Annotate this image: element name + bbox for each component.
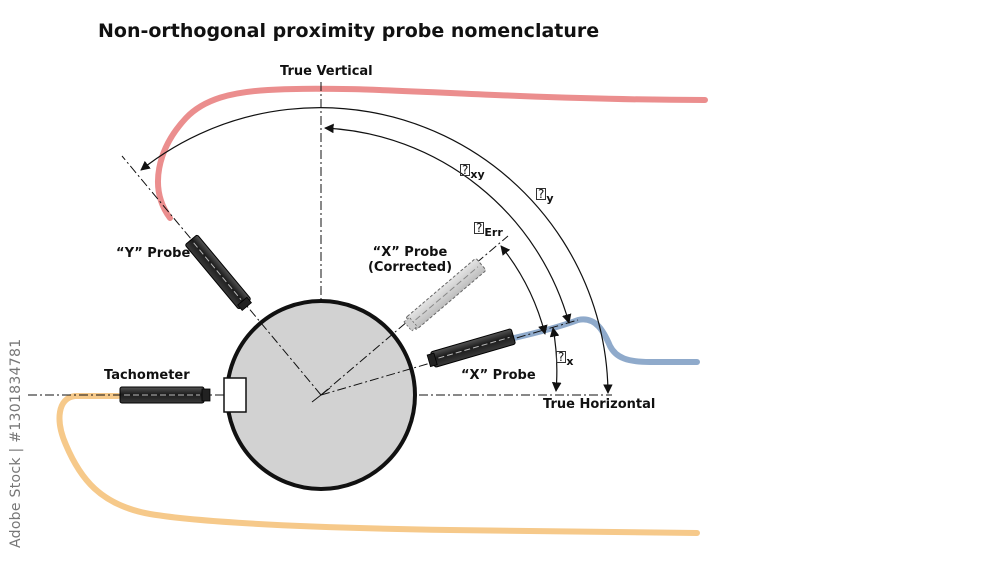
theta-err-subscript: Err [484, 226, 503, 239]
angle-arc-err [500, 245, 548, 335]
tachometer-cable [56, 393, 700, 536]
angle-arc-xy [324, 123, 572, 324]
diagram-title: Non-orthogonal proximity probe nomenclat… [98, 20, 600, 42]
keyphasor-notch [223, 377, 247, 413]
theta-err-symbol: ? [474, 221, 485, 235]
y-probe-label: “Y” Probe [116, 246, 191, 261]
x-probe-label: “X” Probe [461, 368, 536, 383]
theta-x-subscript: x [566, 355, 574, 368]
theta-y-symbol: ? [536, 187, 547, 201]
x-probe-corrected-line1: “X” Probe [372, 245, 448, 260]
theta-err-label: ?Err [474, 221, 503, 239]
x-probe [426, 328, 516, 368]
theta-x-label: ?x [556, 350, 574, 368]
theta-y-subscript: y [546, 192, 554, 205]
stock-watermark: Adobe Stock | #1301834781 [8, 338, 24, 548]
true-vertical-label: True Vertical [280, 64, 373, 79]
theta-x-symbol: ? [556, 350, 567, 364]
true-horizontal-label: True Horizontal [543, 397, 656, 412]
theta-xy-subscript: xy [470, 168, 485, 181]
x-probe-corrected-label: “X” Probe (Corrected) [360, 245, 460, 276]
tachometer-probe [119, 386, 211, 404]
theta-y-label: ?y [536, 187, 554, 205]
y-probe-cable [155, 85, 708, 221]
theta-xy-symbol: ? [460, 163, 471, 177]
theta-xy-label: ?xy [460, 163, 485, 181]
x-probe-corrected-line2: (Corrected) [367, 259, 453, 275]
y-probe [185, 234, 252, 311]
tachometer-label: Tachometer [104, 368, 190, 383]
